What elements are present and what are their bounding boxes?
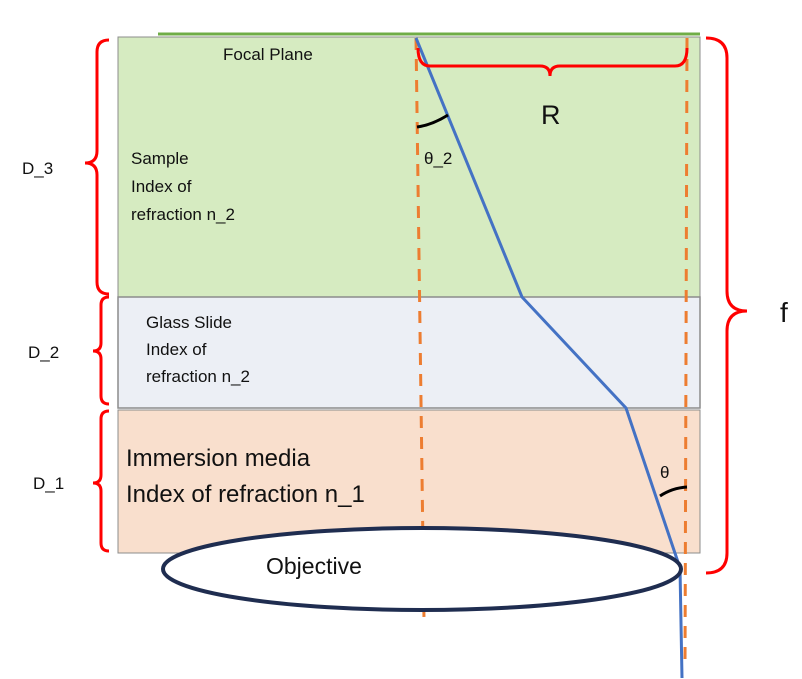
focal-plane-label: Focal Plane	[223, 45, 313, 64]
light-ray	[414, 37, 684, 679]
theta2-label: θ_2	[424, 149, 452, 168]
immersion-label-line1: Immersion media	[126, 445, 311, 472]
glass-slide-layer	[117, 296, 701, 409]
glass-label-line3: refraction n_2	[146, 367, 250, 386]
d1-brace	[92, 409, 110, 553]
sample-label-line1: Sample	[131, 149, 189, 168]
f-label: f	[780, 297, 788, 328]
d2-brace	[92, 295, 110, 406]
theta-label: θ	[660, 463, 669, 482]
sample-label-line3: refraction n_2	[131, 205, 235, 224]
theta2-angle-arc	[416, 113, 449, 129]
d3-label: D_3	[22, 159, 53, 178]
glass-label-line2: Index of	[146, 340, 207, 359]
objective-lens	[161, 526, 683, 612]
optical-axis-dashed-line	[414, 37, 426, 621]
d1-label: D_1	[33, 474, 64, 493]
objective-label: Objective	[266, 553, 362, 579]
theta-angle-arc	[659, 485, 688, 498]
edge-dashed-line	[683, 37, 689, 669]
sample-label-line2: Index of	[131, 177, 192, 196]
r-brace	[416, 47, 689, 77]
f-brace	[705, 36, 748, 575]
d3-brace	[84, 38, 110, 296]
sample-layer	[117, 36, 701, 298]
d2-label: D_2	[28, 343, 59, 362]
immersion-label-line2: Index of refraction n_1	[126, 481, 365, 508]
glass-label-line1: Glass Slide	[146, 313, 232, 332]
r-label: R	[541, 100, 561, 130]
